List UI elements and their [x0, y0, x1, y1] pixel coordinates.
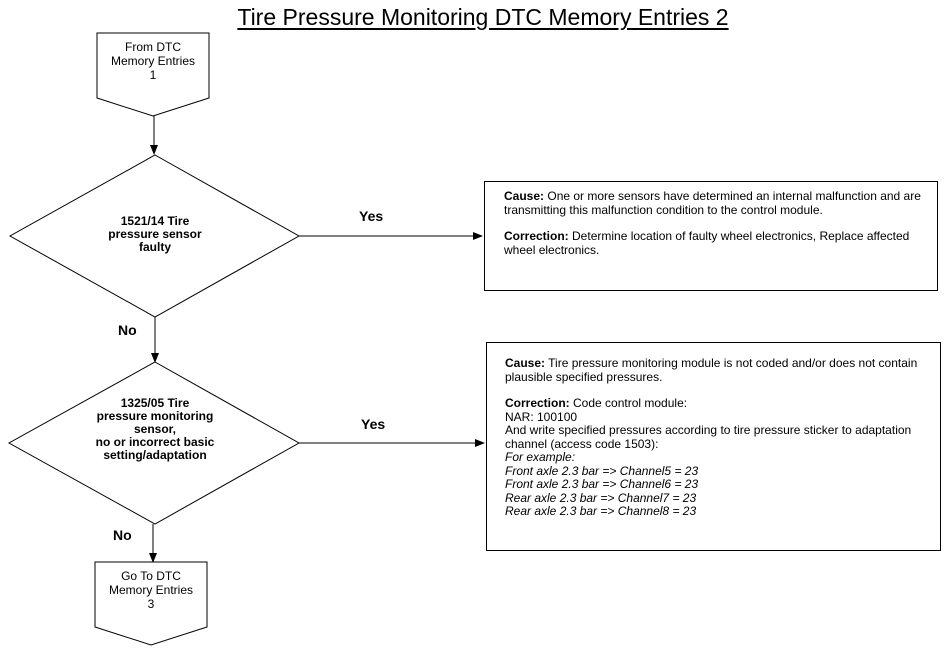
start-connector-line: 1 — [149, 68, 157, 82]
decision-2-line: setting/adaptation — [103, 448, 207, 462]
decision-1-label: 1521/14 Tire pressure sensor faulty — [60, 215, 250, 254]
result-box-2 — [486, 342, 941, 551]
result-box-1-text: Cause: One or more sensors have determin… — [504, 189, 922, 257]
decision-2-line: sensor, — [133, 422, 177, 436]
correction-label: Correction: — [505, 396, 570, 410]
correction-paragraph: Correction: Code control module: — [505, 396, 933, 411]
end-connector-line: Go To DTC — [121, 569, 181, 583]
result-box-1 — [484, 181, 938, 291]
cause-text: Tire pressure monitoring module is not c… — [505, 356, 918, 384]
example-line: Front axle 2.3 bar => Channel6 = 23 — [505, 477, 699, 491]
start-connector-line: Memory Entries — [110, 54, 196, 68]
decision-2-diamond — [7, 361, 301, 525]
end-connector-label: Go To DTC Memory Entries 3 — [95, 569, 207, 611]
decision-1-line: 1521/14 Tire — [120, 214, 190, 228]
end-connector-line: Memory Entries — [108, 583, 194, 597]
edge-label-no-1: No — [118, 322, 137, 338]
edge-label-no-2: No — [113, 527, 132, 543]
correction-label: Correction: — [504, 229, 569, 243]
cause-paragraph: Cause: Tire pressure monitoring module i… — [505, 356, 933, 384]
example-line: Rear axle 2.3 bar => Channel7 = 23 — [505, 490, 697, 505]
decision-2-label: 1325/05 Tire pressure monitoring sensor,… — [55, 397, 255, 462]
example-line: For example: — [505, 450, 576, 464]
start-connector-line: From DTC — [125, 40, 181, 54]
correction-text: Determine location of faulty wheel elect… — [504, 229, 910, 257]
cause-label: Cause: — [504, 189, 545, 203]
decision-1-line: faulty — [138, 240, 171, 254]
correction-line: And write specified pressures according … — [505, 423, 912, 451]
decision-2-line: pressure monitoring — [96, 409, 214, 423]
end-connector-line: 3 — [147, 597, 155, 611]
start-connector-shape — [96, 32, 210, 117]
end-connector-shape — [94, 561, 208, 646]
decision-1-line: pressure sensor — [108, 227, 202, 241]
decision-2-line: no or incorrect basic — [95, 435, 215, 449]
edge-label-yes-2: Yes — [361, 416, 386, 432]
correction-text: Code control module: — [573, 396, 688, 410]
page-title: Tire Pressure Monitoring DTC Memory Entr… — [237, 4, 729, 30]
correction-line: NAR: 100100 — [505, 409, 578, 424]
example-line: Front axle 2.3 bar => Channel5 = 23 — [505, 463, 699, 478]
correction-paragraph: Correction: Determine location of faulty… — [504, 229, 922, 257]
edge-label-yes-1: Yes — [359, 208, 384, 224]
cause-paragraph: Cause: One or more sensors have determin… — [504, 189, 922, 217]
decision-2-line: 1325/05 Tire — [120, 396, 190, 410]
cause-text: One or more sensors have determined an i… — [504, 189, 921, 217]
start-connector-label: From DTC Memory Entries 1 — [97, 40, 209, 82]
result-box-2-text: Cause: Tire pressure monitoring module i… — [505, 356, 933, 519]
example-line: Rear axle 2.3 bar => Channel8 = 23 — [505, 504, 697, 518]
cause-label: Cause: — [505, 356, 546, 370]
